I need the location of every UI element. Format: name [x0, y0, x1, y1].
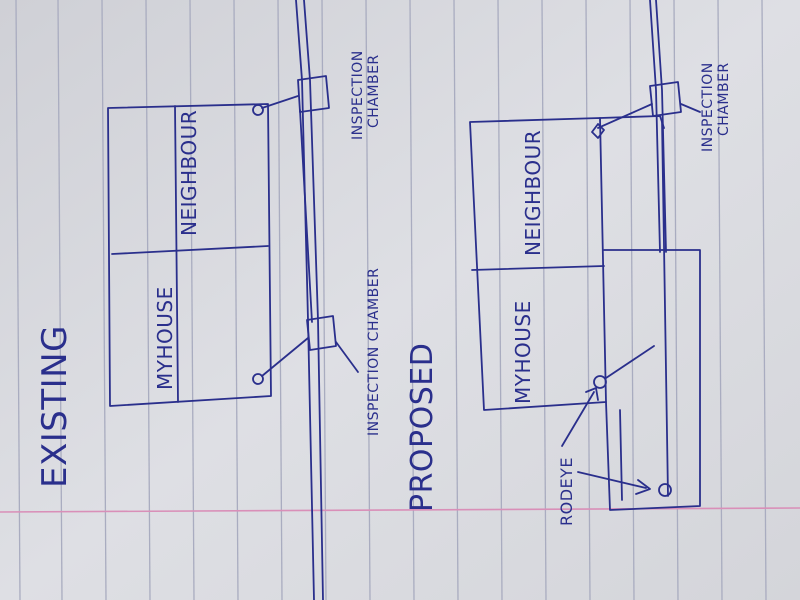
existing-heading: EXISTING	[35, 325, 75, 488]
proposed-sewer-line-2	[655, 0, 667, 253]
existing-neighbour-outlet	[252, 104, 264, 116]
existing-my-connection	[261, 337, 309, 377]
margin-line	[0, 507, 800, 513]
existing-sewer-inner	[299, 109, 313, 323]
rodeye-label: RODEYE	[557, 457, 576, 526]
proposed-extension-inner	[619, 409, 623, 501]
proposed-rodeye-upper-connection	[605, 345, 655, 379]
proposed-chamber-label-1: INSPECTION	[700, 62, 716, 152]
proposed-chamber-label-2: CHAMBER	[716, 62, 732, 136]
proposed-neighbour-label: NEIGHBOUR	[521, 130, 545, 256]
proposed-neighbour-connection	[597, 103, 653, 129]
proposed-rodeye-lower	[658, 483, 672, 497]
proposed-my-house-label: MYHOUSE	[511, 300, 535, 404]
existing-lower-chamber-label: INSPECTION CHAMBER	[366, 268, 382, 436]
existing-my-house-label: MYHOUSE	[153, 286, 177, 390]
existing-lower-chamber-leader	[335, 341, 359, 373]
rodeye-arrowhead-1	[585, 387, 599, 401]
existing-block-outline	[107, 103, 272, 407]
existing-inner-line	[174, 105, 179, 403]
proposed-extension-outline	[603, 249, 701, 511]
proposed-neighbour-outlet	[591, 123, 605, 139]
existing-sewer-line-2	[303, 0, 324, 600]
rodeye-arrow-1	[561, 391, 595, 447]
proposed-chamber	[649, 81, 682, 117]
existing-party-wall	[111, 245, 269, 255]
proposed-party-wall	[471, 265, 605, 271]
existing-lower-chamber	[306, 315, 337, 351]
proposed-new-drain	[661, 119, 669, 497]
existing-my-outlet	[252, 373, 264, 385]
existing-upper-chamber-label-2: CHAMBER	[366, 54, 382, 128]
ruled-lines	[15, 0, 767, 600]
proposed-sewer-line-1	[649, 0, 661, 253]
rodeye-arrowhead-2	[635, 479, 651, 495]
proposed-heading: PROPOSED	[405, 343, 440, 512]
existing-neighbour-connection	[261, 95, 299, 109]
existing-upper-chamber-label-1: INSPECTION	[350, 50, 366, 140]
proposed-chamber-leader	[680, 103, 701, 113]
existing-upper-chamber	[297, 75, 330, 113]
rodeye-arrow-2	[577, 471, 647, 489]
existing-neighbour-label: NEIGHBOUR	[177, 110, 201, 236]
proposed-rodeye-upper	[593, 375, 607, 389]
